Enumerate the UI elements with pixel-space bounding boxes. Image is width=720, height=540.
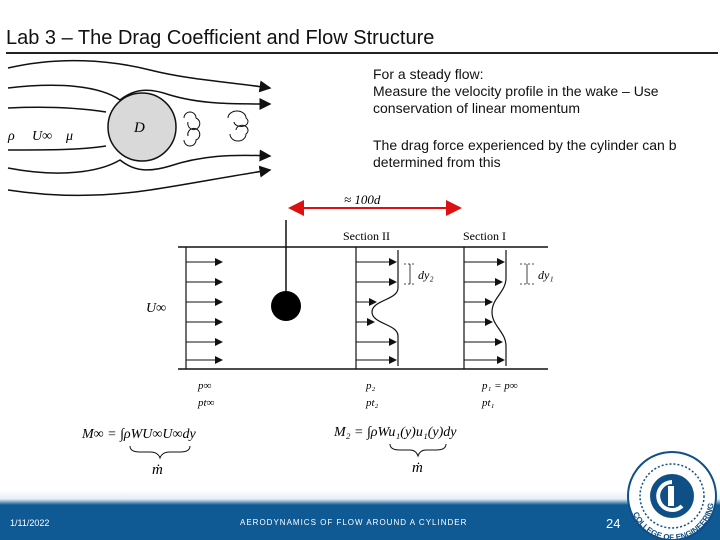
pt2-label: pt₂ — [365, 397, 379, 409]
rho-label: ρ — [7, 129, 15, 144]
mdot-section2-label: ṁ — [412, 460, 423, 476]
diameter-label: D — [133, 120, 145, 136]
mdot-brace-section2 — [389, 443, 447, 458]
wake-diagram: ≈ 100d Section II Section I — [81, 192, 554, 478]
vortex — [183, 111, 201, 131]
footer-bar — [0, 505, 720, 540]
streamline — [7, 145, 107, 151]
mdot-brace-inlet — [129, 445, 191, 460]
pt-inf-label: pt∞ — [197, 397, 215, 409]
u-inf-label: U∞ — [146, 301, 166, 316]
streamline — [7, 59, 272, 93]
p1-label: p₁ = p∞ — [481, 380, 518, 392]
mdot-inlet-label: ṁ — [152, 462, 163, 478]
inlet-velocity-arrows — [186, 258, 223, 364]
pt1-label: pt₁ — [481, 397, 495, 409]
momentum-section2-eq: M₂ = ∫ρWu₁(y)u₁(y)dy — [333, 425, 457, 440]
section1-label: Section I — [463, 229, 506, 243]
streamline — [7, 84, 272, 110]
cylinder-sketch: ρ U∞ μ D — [7, 59, 272, 196]
u-inf-label: U∞ — [32, 129, 52, 144]
footer-gradient — [0, 490, 720, 505]
mu-label: μ — [65, 129, 73, 144]
section2-profile: dy₂ — [356, 250, 434, 366]
page-number: 24 — [606, 516, 621, 531]
streamline — [7, 149, 272, 174]
p-inf-label: p∞ — [197, 380, 212, 392]
p2-label: p₂ — [365, 380, 376, 392]
vortex — [229, 124, 249, 142]
cylinder-in-channel — [271, 291, 301, 321]
vortex — [183, 127, 201, 147]
dy1-label: dy₁ — [538, 268, 554, 282]
streamline — [7, 106, 107, 113]
bullet-line-1: For a steady flow: — [373, 66, 484, 82]
section1-profile: dy₁ — [464, 250, 554, 366]
footer-date: 1/11/2022 — [10, 518, 50, 528]
dy2-label: dy₂ — [418, 268, 434, 282]
momentum-inlet-eq: M∞ = ∫ρWU∞U∞dy — [81, 427, 196, 442]
cylinder — [107, 92, 177, 162]
bullet-line-3: The drag force experienced by the cylind… — [373, 137, 677, 170]
distance-label: ≈ 100d — [344, 192, 381, 207]
section2-label: Section II — [343, 229, 390, 243]
bullet-text: For a steady flow: Measure the velocity … — [373, 66, 720, 171]
vortex — [227, 110, 249, 127]
bullet-line-2: Measure the velocity profile in the wake… — [373, 83, 659, 116]
slide-title: Lab 3 – The Drag Coefficient and Flow St… — [6, 27, 435, 49]
streamline — [7, 165, 272, 196]
title-underline — [6, 52, 718, 54]
footer-course-title: AERODYNAMICS OF FLOW AROUND A CYLINDER — [240, 518, 468, 527]
